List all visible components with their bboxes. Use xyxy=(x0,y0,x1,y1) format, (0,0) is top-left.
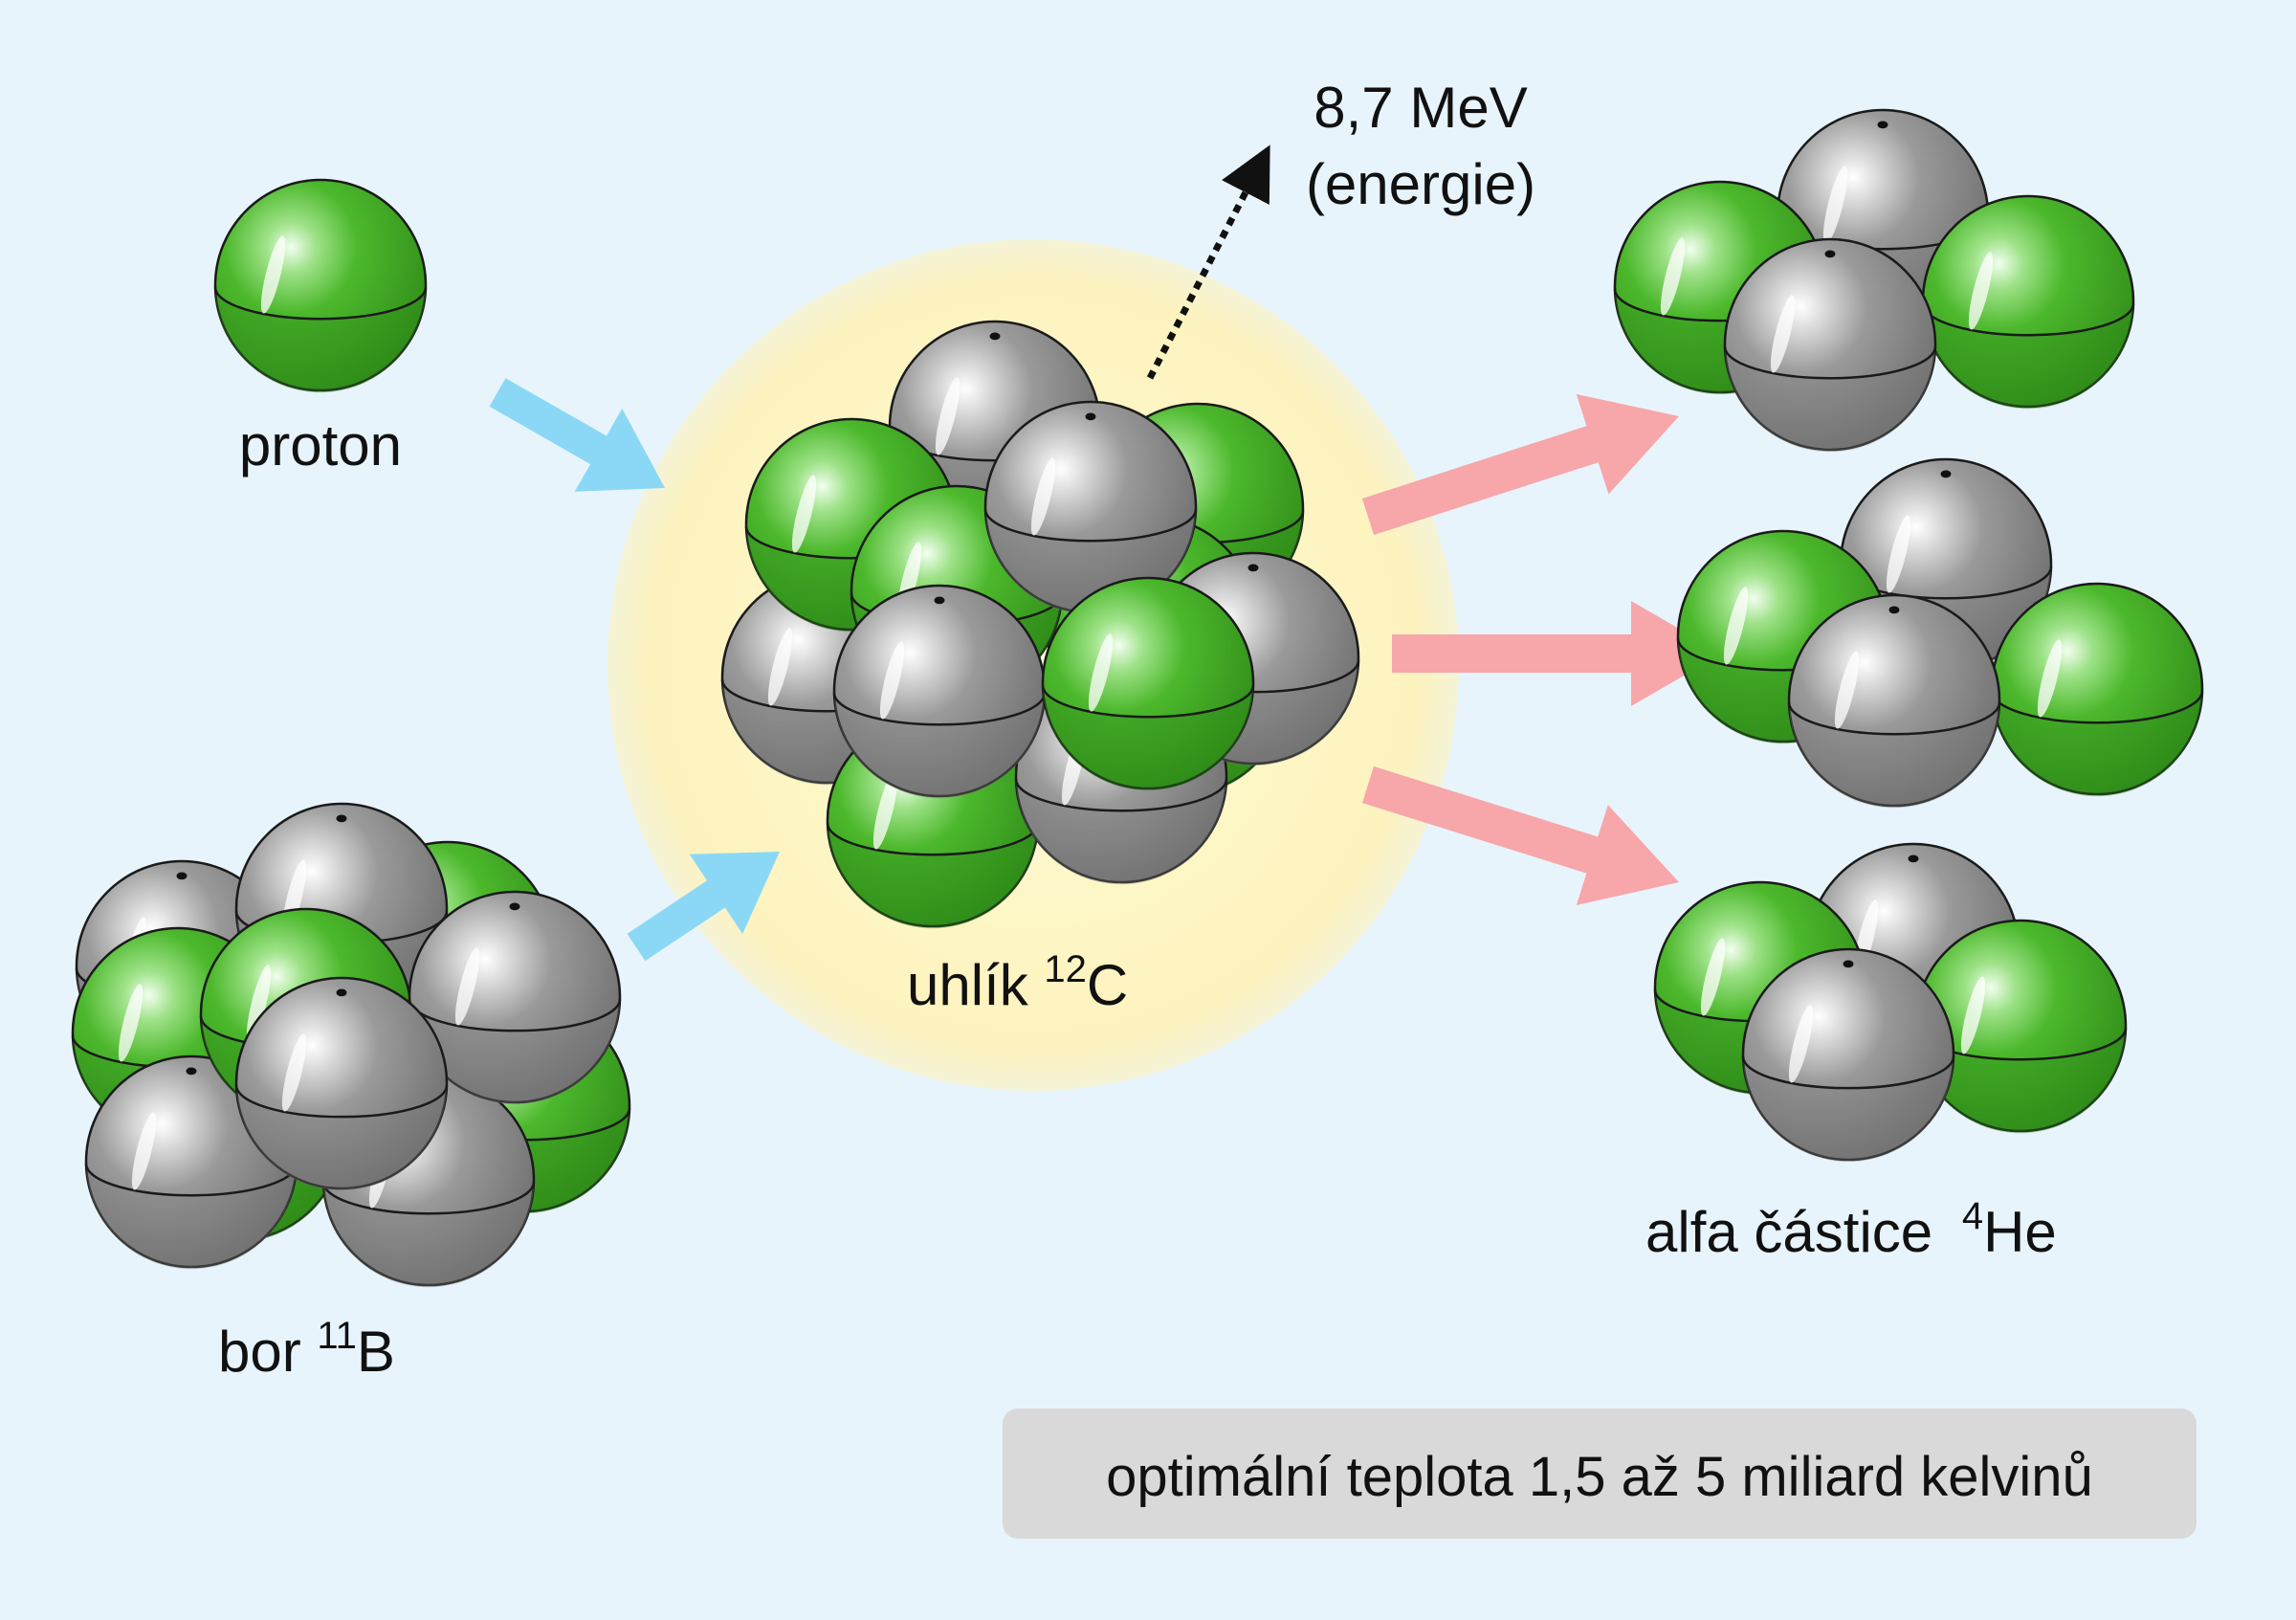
alpha-particle-top xyxy=(1613,108,2135,453)
boron-nucleus xyxy=(71,802,631,1288)
neutron-sphere xyxy=(1723,237,1937,453)
temperature-note-box xyxy=(1003,1409,2197,1539)
input-arrow-proton xyxy=(489,378,665,492)
energy-value-label: 8,7 MeV xyxy=(1314,76,1527,140)
energy-arrow xyxy=(1146,144,1270,380)
proton-sphere xyxy=(1041,576,1255,791)
alpha-particle-middle xyxy=(1676,457,2204,809)
proton-sphere xyxy=(213,178,428,393)
boron-label: bor 11B xyxy=(218,1315,395,1384)
carbon-nucleus xyxy=(720,320,1360,929)
proton-sphere xyxy=(1990,582,2204,797)
temperature-note-text: optimální teplota 1,5 až 5 miliard kelvi… xyxy=(1106,1446,2093,1508)
neutron-sphere xyxy=(234,976,449,1191)
output-arrow-top xyxy=(1361,393,1679,535)
proton-sphere xyxy=(1921,194,2135,410)
neutron-sphere xyxy=(832,584,1047,799)
energy-desc-label: (energie) xyxy=(1306,152,1535,216)
temperature-note: optimální teplota 1,5 až 5 miliard kelvi… xyxy=(1003,1409,2197,1539)
proton-particle xyxy=(213,178,428,393)
alpha-particle-bottom xyxy=(1653,842,2128,1163)
neutron-sphere xyxy=(1787,593,2001,809)
neutron-sphere xyxy=(408,890,622,1105)
alpha-label: alfa částice 4He xyxy=(1645,1195,2057,1264)
neutron-sphere xyxy=(1741,947,1955,1163)
input-arrow-boron xyxy=(627,852,780,962)
proton-sphere xyxy=(1913,919,2128,1134)
output-arrow-bottom xyxy=(1362,766,1679,905)
proton-label: proton xyxy=(239,413,402,477)
output-arrow-middle xyxy=(1392,601,1722,706)
carbon-label: uhlík 12C xyxy=(907,948,1128,1017)
